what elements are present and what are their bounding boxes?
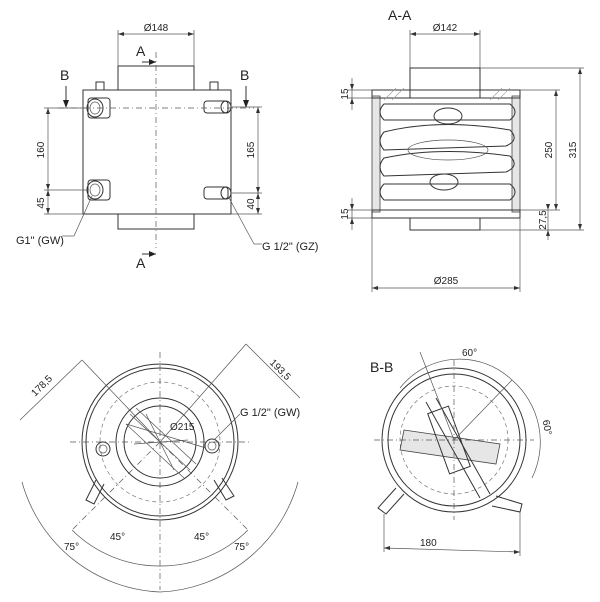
top-angle-45-left: 45° — [110, 532, 125, 543]
section-aa-dim-15-top: 15 — [340, 88, 351, 100]
section-bb-angle-60-right: 60° — [540, 419, 553, 436]
section-bb-dim-180: 180 — [420, 538, 437, 549]
top-outer-circle — [81, 363, 239, 521]
section-aa-view: A-A Ø142 15 — [340, 7, 584, 292]
section-aa-dim-315: 315 — [568, 141, 579, 158]
front-body — [82, 89, 232, 215]
front-dim-top: Ø148 — [144, 23, 169, 34]
front-section-b-left: B — [60, 67, 69, 83]
top-view: Ø215 178,5 193,5 G 1/2" (GW) 45° 45° 75°… — [19, 343, 301, 593]
top-dim-193: 193,5 — [267, 357, 293, 383]
section-aa-title: A-A — [388, 7, 412, 23]
top-note-g12: G 1/2" (GW) — [240, 407, 300, 419]
top-angle-45-right: 45° — [194, 532, 209, 543]
front-section-b-right: B — [240, 67, 249, 83]
section-aa-dim-top: Ø142 — [433, 23, 458, 34]
section-aa-dim-27-5: 27,5 — [538, 210, 549, 230]
top-dim-215: Ø215 — [170, 422, 195, 433]
front-note-g1: G1" (GW) — [16, 235, 64, 247]
front-port-g12-upper — [203, 100, 232, 114]
section-bb-title: B-B — [370, 359, 393, 375]
top-angle-75-right: 75° — [234, 542, 249, 553]
front-section-a-bottom: A — [136, 255, 146, 271]
front-lug-right — [209, 81, 219, 91]
front-note-g12: G 1/2" (GZ) — [262, 241, 318, 253]
section-bb-angle-60-top: 60° — [462, 348, 477, 359]
section-aa-dim-250: 250 — [544, 141, 555, 158]
top-dim-178: 178,5 — [29, 373, 55, 399]
front-dim-45: 45 — [36, 197, 47, 209]
front-section-a-top: A — [136, 43, 146, 59]
front-port-g12-lower — [203, 186, 232, 200]
section-aa-coil — [379, 87, 516, 201]
front-dim-40: 40 — [246, 198, 257, 210]
front-dim-160: 160 — [36, 141, 47, 158]
section-aa-dim-15-bot: 15 — [340, 208, 351, 220]
front-dim-165: 165 — [246, 141, 257, 158]
front-view: Ø148 A A B B 160 45 165 — [16, 23, 318, 271]
section-aa-dim-bottom: Ø285 — [434, 276, 459, 287]
top-angle-75-left: 75° — [64, 542, 79, 553]
section-bb-view: B-B 60° 60° 180 — [370, 348, 553, 556]
front-port-g1-lower — [86, 179, 111, 201]
front-lug-left — [95, 81, 105, 91]
